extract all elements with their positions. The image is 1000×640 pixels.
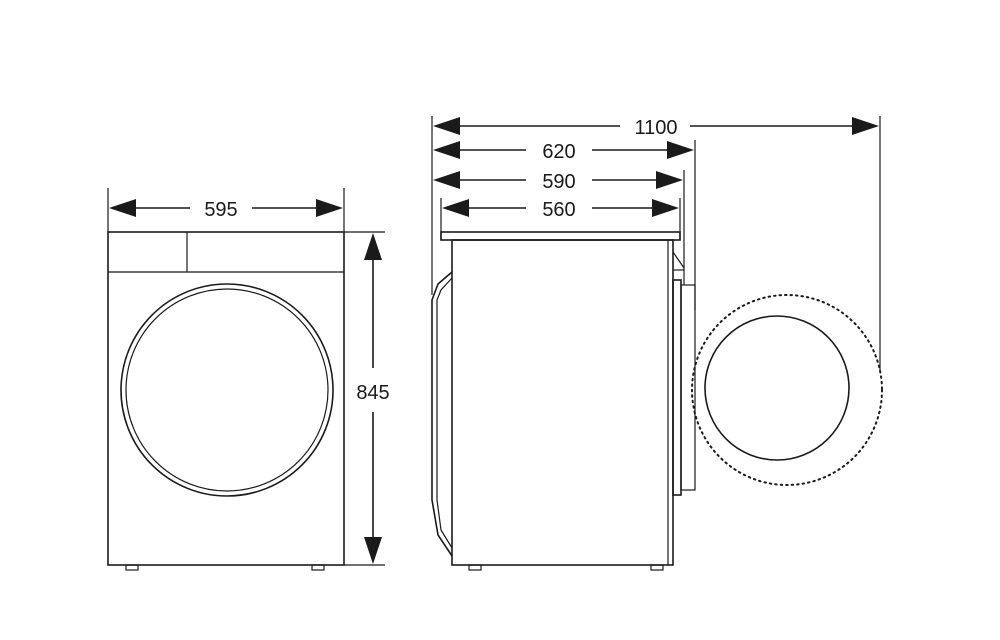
depth-with-door-dimension: 590: [433, 170, 685, 285]
side-view: 1100 620 590 560: [431, 116, 883, 571]
depth-with-door-label: 590: [542, 171, 575, 193]
depth-body-label: 560: [542, 199, 575, 221]
side-body: [451, 239, 674, 566]
front-body: [107, 231, 345, 566]
depth-body-dimension: 560: [440, 198, 681, 240]
front-view: 595 845: [107, 188, 390, 571]
width-label: 595: [204, 199, 237, 221]
height-label: 845: [356, 382, 389, 404]
depth-total-label: 620: [542, 141, 575, 163]
width-dimension: 595: [107, 188, 345, 232]
depth-door-open-label: 1100: [634, 117, 677, 139]
top-plate: [440, 231, 681, 241]
depth-door-open-dimension: 1100: [433, 116, 881, 372]
front-door: [120, 283, 334, 497]
height-dimension: 845: [344, 231, 390, 566]
depth-total-dimension: 620: [433, 140, 696, 310]
open-door-swing: [691, 294, 883, 486]
